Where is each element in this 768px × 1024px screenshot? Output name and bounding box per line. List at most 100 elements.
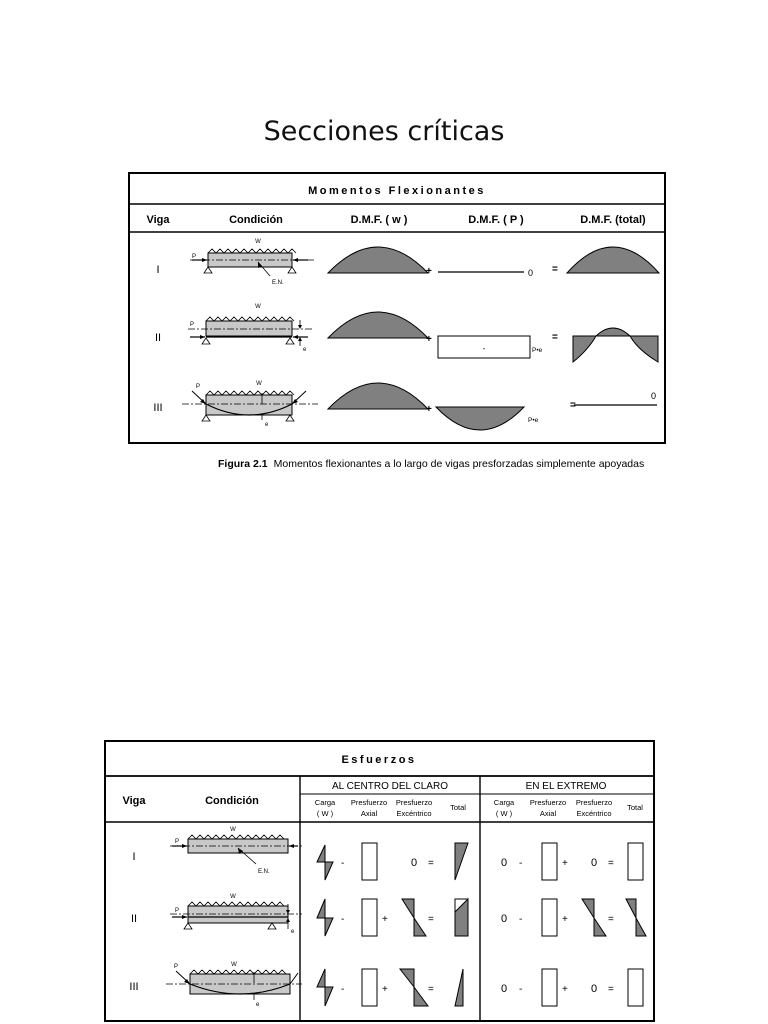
ext-op1: -	[519, 984, 522, 995]
header-dmf-total: D.M.F. (total)	[580, 214, 646, 226]
header-presf-axial-sub: Axial	[361, 809, 378, 818]
op1: -	[341, 858, 344, 869]
figure2-row-2: II W P e - +	[131, 894, 647, 937]
stress-total	[454, 968, 464, 1007]
axis-label: e	[265, 422, 269, 428]
op2: +	[382, 914, 388, 925]
dmf-w-curve	[326, 246, 430, 274]
op-eq: =	[552, 264, 558, 275]
dmf-p-curve	[434, 406, 526, 431]
beam-diagram	[166, 969, 302, 1000]
ext-op2: +	[562, 984, 568, 995]
row-label: I	[132, 851, 135, 863]
header-presf-axial: Presfuerzo	[351, 798, 387, 807]
figure1-drawing: Momentos Flexionantes Viga Condición D.M…	[130, 185, 664, 431]
ext-carga-value: 0	[501, 857, 507, 869]
stress-axial	[361, 842, 378, 881]
ext-op3: =	[608, 984, 614, 995]
figure2-row-1: I W P E.N. - 0 = 0 -	[132, 827, 644, 881]
load-label: W	[231, 962, 237, 968]
axis-label: e	[291, 929, 295, 935]
figure1-title: Momentos Flexionantes	[308, 185, 486, 197]
exc-value: 0	[411, 857, 417, 869]
stress-axial	[361, 898, 378, 937]
dmf-w-curve	[326, 311, 430, 339]
header-total-ext: Total	[627, 803, 643, 812]
figure1-row-1: I W P E.N. + 0 =	[156, 239, 661, 286]
header-presf-exc: Presfuerzo	[396, 798, 432, 807]
figure-esfuerzos: Esfuerzos Viga Condición AL CENTRO DEL C…	[104, 740, 655, 1022]
load-label: W	[255, 304, 261, 310]
beam-diagram	[182, 390, 318, 422]
op-eq: =	[552, 332, 558, 343]
header-presf-axial-ext: Presfuerzo	[530, 798, 566, 807]
op1: -	[341, 914, 344, 925]
header-viga: Viga	[146, 214, 170, 226]
dmf-total-curve	[565, 246, 661, 274]
dmf-total-curve	[572, 327, 659, 364]
header-condicion: Condición	[205, 795, 259, 807]
header-carga-ext: Carga	[494, 798, 515, 807]
row-label: II	[131, 913, 137, 925]
ext-op3: =	[608, 858, 614, 869]
figure1-row-2: II W P e + -	[155, 304, 659, 364]
axis-label: e	[256, 1002, 260, 1008]
op3: =	[428, 914, 434, 925]
beam-diagram	[190, 248, 314, 277]
load-label: W	[256, 381, 262, 387]
force-label: P	[175, 908, 179, 914]
header-centro: AL CENTRO DEL CLARO	[332, 781, 448, 792]
ext-exc-value: 0	[591, 857, 597, 869]
row-label: II	[155, 332, 161, 344]
row-label: III	[153, 402, 162, 414]
header-presf-exc-sub: Excéntrico	[396, 809, 431, 818]
load-label: W	[255, 239, 261, 245]
ext-stress-total	[627, 842, 644, 881]
dmf-p-value: P•e	[528, 417, 539, 424]
force-label: P	[196, 384, 200, 390]
figure1-row-3: III W P e + P•e =	[153, 381, 657, 431]
op-plus: +	[426, 404, 432, 415]
beam-diagram	[170, 834, 302, 865]
ext-op3: =	[608, 914, 614, 925]
dmf-p-value: 0	[528, 268, 533, 278]
figure2-row-3: III W P e - + = 0	[129, 962, 644, 1008]
dmf-w-curve	[326, 382, 430, 410]
ext-stress-axial	[541, 842, 558, 881]
header-total: Total	[450, 803, 466, 812]
ext-carga-value: 0	[501, 913, 507, 925]
force-label: P	[190, 322, 194, 328]
dmf-p-center: -	[483, 344, 486, 353]
stress-total	[454, 842, 469, 881]
header-presf-exc-ext-sub: Excéntrico	[576, 809, 611, 818]
op-eq: =	[570, 400, 576, 411]
force-label: P	[192, 254, 196, 260]
header-extremo: EN EL EXTREMO	[526, 781, 607, 792]
header-presf-axial-ext-sub: Axial	[540, 809, 557, 818]
figure2-title: Esfuerzos	[341, 754, 416, 766]
header-carga: Carga	[315, 798, 336, 807]
header-carga-ext-sub: ( W )	[496, 809, 513, 818]
dmf-p-value: P•e	[532, 347, 543, 354]
force-label: P	[175, 839, 179, 845]
figure2-drawing: Esfuerzos Viga Condición AL CENTRO DEL C…	[106, 754, 653, 1020]
header-viga: Viga	[122, 795, 146, 807]
page-title: Secciones críticas	[263, 116, 505, 147]
ext-op2: +	[562, 914, 568, 925]
load-label: W	[230, 827, 236, 833]
ext-exc-value: 0	[591, 983, 597, 995]
op2: +	[382, 984, 388, 995]
header-dmf-w: D.M.F. ( w )	[351, 214, 408, 226]
figure-momentos-flexionantes: Momentos Flexionantes Viga Condición D.M…	[128, 172, 666, 444]
beam-diagram	[188, 316, 314, 346]
load-label: W	[230, 894, 236, 900]
row-label: III	[129, 981, 138, 993]
op3: =	[428, 858, 434, 869]
ext-stress-total	[627, 968, 644, 1007]
ext-op1: -	[519, 858, 522, 869]
ext-carga-value: 0	[501, 983, 507, 995]
force-label: P	[174, 964, 178, 970]
caption-text: Momentos flexionantes a lo largo de viga…	[273, 458, 645, 470]
dmf-p-rect	[437, 335, 531, 359]
